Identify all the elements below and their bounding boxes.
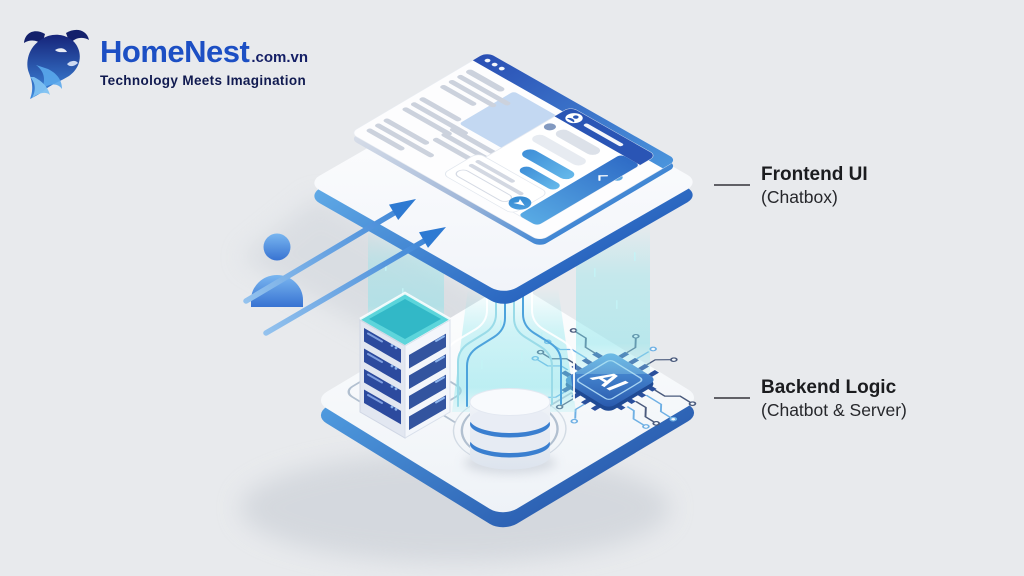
bull-logo-icon bbox=[24, 29, 89, 100]
chat-input bbox=[455, 169, 513, 202]
browser-window bbox=[353, 54, 674, 245]
send-icon bbox=[508, 196, 532, 210]
user-icon bbox=[251, 233, 303, 307]
chat-bubble-bot-2 bbox=[519, 166, 560, 190]
flow-arrows bbox=[243, 199, 446, 336]
chat-bubble-bot bbox=[522, 149, 575, 180]
frontend-label: Frontend UI (Chatbox) bbox=[761, 163, 868, 208]
chat-avatar-icon bbox=[565, 113, 583, 124]
brand-domain-suffix: .com.vn bbox=[251, 49, 309, 66]
backend-label: Backend Logic (Chatbot & Server) bbox=[761, 376, 907, 421]
chevron-left-icon bbox=[598, 175, 609, 181]
database-icon bbox=[464, 388, 556, 474]
chat-panel-side bbox=[520, 155, 638, 225]
logo: HomeNest .com.vn Technology Meets Imagin… bbox=[22, 26, 308, 102]
flow-traces bbox=[444, 291, 575, 407]
backend-label-title: Backend Logic bbox=[761, 377, 897, 398]
server-panels-right bbox=[409, 333, 446, 430]
chat-bubble-user-2 bbox=[532, 134, 586, 166]
user-avatar-small bbox=[543, 123, 556, 131]
chat-bubble-user bbox=[555, 129, 601, 155]
window-dots-icon bbox=[484, 58, 505, 71]
chat-panel bbox=[444, 108, 654, 225]
brand-name: HomeNest bbox=[100, 34, 250, 69]
server-panels-left bbox=[364, 328, 401, 425]
backend-label-subtitle: (Chatbot & Server) bbox=[761, 400, 907, 420]
chat-header-title-line bbox=[583, 123, 624, 147]
frontend-label-subtitle: (Chatbox) bbox=[761, 187, 838, 207]
brand-tagline: Technology Meets Imagination bbox=[100, 73, 307, 88]
server-rack bbox=[359, 291, 451, 439]
frontend-label-title: Frontend UI bbox=[761, 164, 868, 185]
